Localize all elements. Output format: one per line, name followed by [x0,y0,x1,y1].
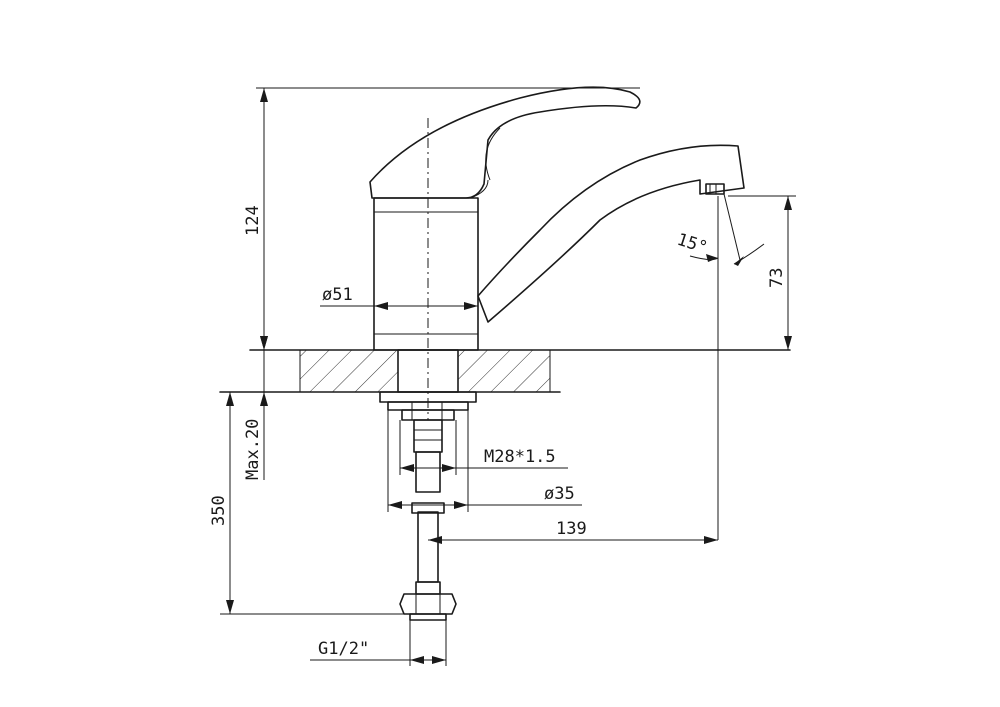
dimension-angle-15: 15° [674,193,765,540]
label-thread-m28: M28*1.5 [484,447,556,467]
dimension-reach-139: 139 [428,519,718,544]
label-height-124: 124 [243,205,263,236]
label-diameter-51: ø51 [322,285,353,305]
countertop-section [219,349,791,393]
dimension-connection-g12: G1/2" [310,620,447,666]
dimension-thread-m28: M28*1.5 [399,420,568,475]
lever-handle [369,86,641,199]
label-max-20: Max.20 [243,419,263,480]
dimension-max-20: Max.20 [243,336,268,480]
dimension-spout-height-73: 73 [728,195,796,350]
faucet-body [373,197,479,351]
label-hose-350: 350 [209,495,229,526]
label-angle-15: 15° [674,230,709,259]
braided-hose [399,451,457,621]
mounting-hardware [379,391,477,453]
dimension-diameter-51: ø51 [320,285,478,310]
label-spout-height-73: 73 [767,268,787,288]
spout [477,144,745,323]
dimension-diameter-35: ø35 [387,410,582,512]
label-reach-139: 139 [556,519,587,539]
label-connection-g12: G1/2" [318,639,369,659]
dimension-hose-350: 350 [209,392,410,615]
label-diameter-35: ø35 [544,484,575,504]
